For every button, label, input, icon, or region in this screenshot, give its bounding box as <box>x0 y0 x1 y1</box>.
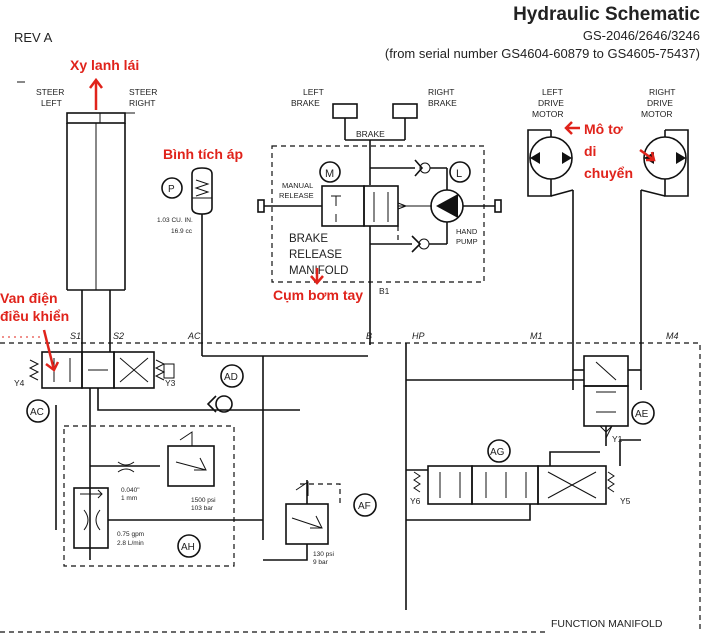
svg-text:RELEASE: RELEASE <box>289 249 342 261</box>
svg-text:S2: S2 <box>113 331 124 341</box>
svg-text:RELEASE: RELEASE <box>279 191 314 200</box>
svg-text:DRIVE: DRIVE <box>647 98 673 108</box>
svg-text:M1: M1 <box>530 331 543 341</box>
svg-text:LEFT: LEFT <box>542 87 563 97</box>
annotation-drive-motors-3: chuyển <box>584 165 633 181</box>
svg-text:BRAKE: BRAKE <box>356 129 385 139</box>
svg-text:0.75 gpm: 0.75 gpm <box>117 531 144 538</box>
svg-text:LEFT: LEFT <box>303 87 324 97</box>
serial-range: (from serial number GS4604-60879 to GS46… <box>385 46 700 61</box>
svg-text:RIGHT: RIGHT <box>129 98 155 108</box>
svg-text:9 bar: 9 bar <box>313 559 329 566</box>
annotation-control-valve-1: Van điện <box>0 290 58 306</box>
annotation-control-valve-2: điều khiển <box>0 308 69 324</box>
svg-text:M4: M4 <box>666 331 679 341</box>
svg-text:AH: AH <box>181 542 195 553</box>
svg-text:RIGHT: RIGHT <box>649 87 675 97</box>
svg-text:PUMP: PUMP <box>456 237 478 246</box>
svg-text:AC: AC <box>187 331 201 341</box>
brake-release-manifold: M MANUAL RELEASE BRAKE RELEASE MANIFOLD … <box>257 145 502 345</box>
valve-ae: Y1 AE <box>406 355 655 446</box>
svg-text:MOTOR: MOTOR <box>641 109 672 119</box>
motor-m-symbol <box>319 161 341 183</box>
accumulator: P 1.03 CU. IN. 16.9 cc <box>157 167 213 356</box>
svg-text:RIGHT: RIGHT <box>428 87 454 97</box>
revision-label: REV A <box>14 30 53 45</box>
svg-text:BRAKE: BRAKE <box>428 98 457 108</box>
svg-text:AC: AC <box>30 407 44 418</box>
annotation-drive-motors-2: di <box>584 143 596 159</box>
svg-text:STEER: STEER <box>36 87 64 97</box>
svg-text:2.8 L/min: 2.8 L/min <box>117 540 144 547</box>
steer-valve-ac: Y4 Y3 AC <box>14 290 300 423</box>
svg-text:MANIFOLD: MANIFOLD <box>289 265 348 277</box>
svg-text:HP: HP <box>412 331 425 341</box>
svg-text:AD: AD <box>224 372 238 383</box>
main-lines: AD <box>55 343 407 610</box>
svg-text:Y3: Y3 <box>165 378 176 388</box>
annotation-drive-motors-1: Mô tơ <box>584 121 623 137</box>
level-l-symbol <box>449 161 471 183</box>
brake-assembly: LEFT BRAKE RIGHT BRAKE BRAKE <box>291 87 457 185</box>
annotation-hand-pump-manifold: Cụm bơm tay <box>273 287 363 303</box>
svg-text:M: M <box>325 168 334 180</box>
svg-text:B1: B1 <box>379 286 390 296</box>
red-annotations: Xy lanh lái Bình tích áp Mô tơ di chuyển… <box>0 57 656 372</box>
svg-text:L: L <box>456 168 462 180</box>
svg-text:Y5: Y5 <box>620 496 631 506</box>
svg-text:DRIVE: DRIVE <box>538 98 564 108</box>
svg-text:S1: S1 <box>70 331 81 341</box>
drive-valve-ag: AG Y6 Y5 <box>406 439 641 521</box>
svg-text:0.040": 0.040" <box>121 487 140 494</box>
function-manifold-label: FUNCTION MANIFOLD <box>551 618 663 630</box>
svg-text:P: P <box>168 184 175 195</box>
port-labels: S1 S2 AC B HP M1 M4 <box>70 331 679 341</box>
steer-cylinder: STEER LEFT STEER RIGHT <box>17 81 157 291</box>
svg-text:103 bar: 103 bar <box>191 505 214 512</box>
svg-text:Y1: Y1 <box>612 434 623 444</box>
svg-text:BRAKE: BRAKE <box>289 233 328 245</box>
svg-text:AG: AG <box>490 447 505 458</box>
svg-text:LEFT: LEFT <box>41 98 62 108</box>
model-line: GS-2046/2646/3246 <box>583 28 700 43</box>
svg-text:HAND: HAND <box>456 227 478 236</box>
svg-text:16.9 cc: 16.9 cc <box>171 228 193 235</box>
function-manifold-boundary: FUNCTION MANIFOLD <box>0 342 701 633</box>
svg-text:MOTOR: MOTOR <box>532 109 563 119</box>
svg-text:B: B <box>366 331 372 341</box>
svg-text:130 psi: 130 psi <box>313 551 334 558</box>
svg-text:STEER: STEER <box>129 87 157 97</box>
page-title: Hydraulic Schematic <box>513 4 700 25</box>
svg-text:1 mm: 1 mm <box>121 495 137 502</box>
svg-text:1500 psi: 1500 psi <box>191 497 216 504</box>
svg-text:Y6: Y6 <box>410 496 421 506</box>
svg-text:1.03 CU. IN.: 1.03 CU. IN. <box>157 217 193 224</box>
svg-text:AF: AF <box>358 501 371 512</box>
svg-text:Y4: Y4 <box>14 378 25 388</box>
svg-text:MANUAL: MANUAL <box>282 181 313 190</box>
annotation-steer-cylinder: Xy lanh lái <box>70 57 139 73</box>
svg-text:AE: AE <box>635 409 649 420</box>
sub-manifold-ah: 0.040" 1 mm 1500 psi 103 bar 0.75 gpm 2.… <box>63 425 263 567</box>
annotation-accumulator: Bình tích áp <box>163 146 243 162</box>
check-valve-ad <box>215 395 233 413</box>
svg-text:BRAKE: BRAKE <box>291 98 320 108</box>
relief-valve-af: 130 psi 9 bar AF <box>263 480 377 566</box>
